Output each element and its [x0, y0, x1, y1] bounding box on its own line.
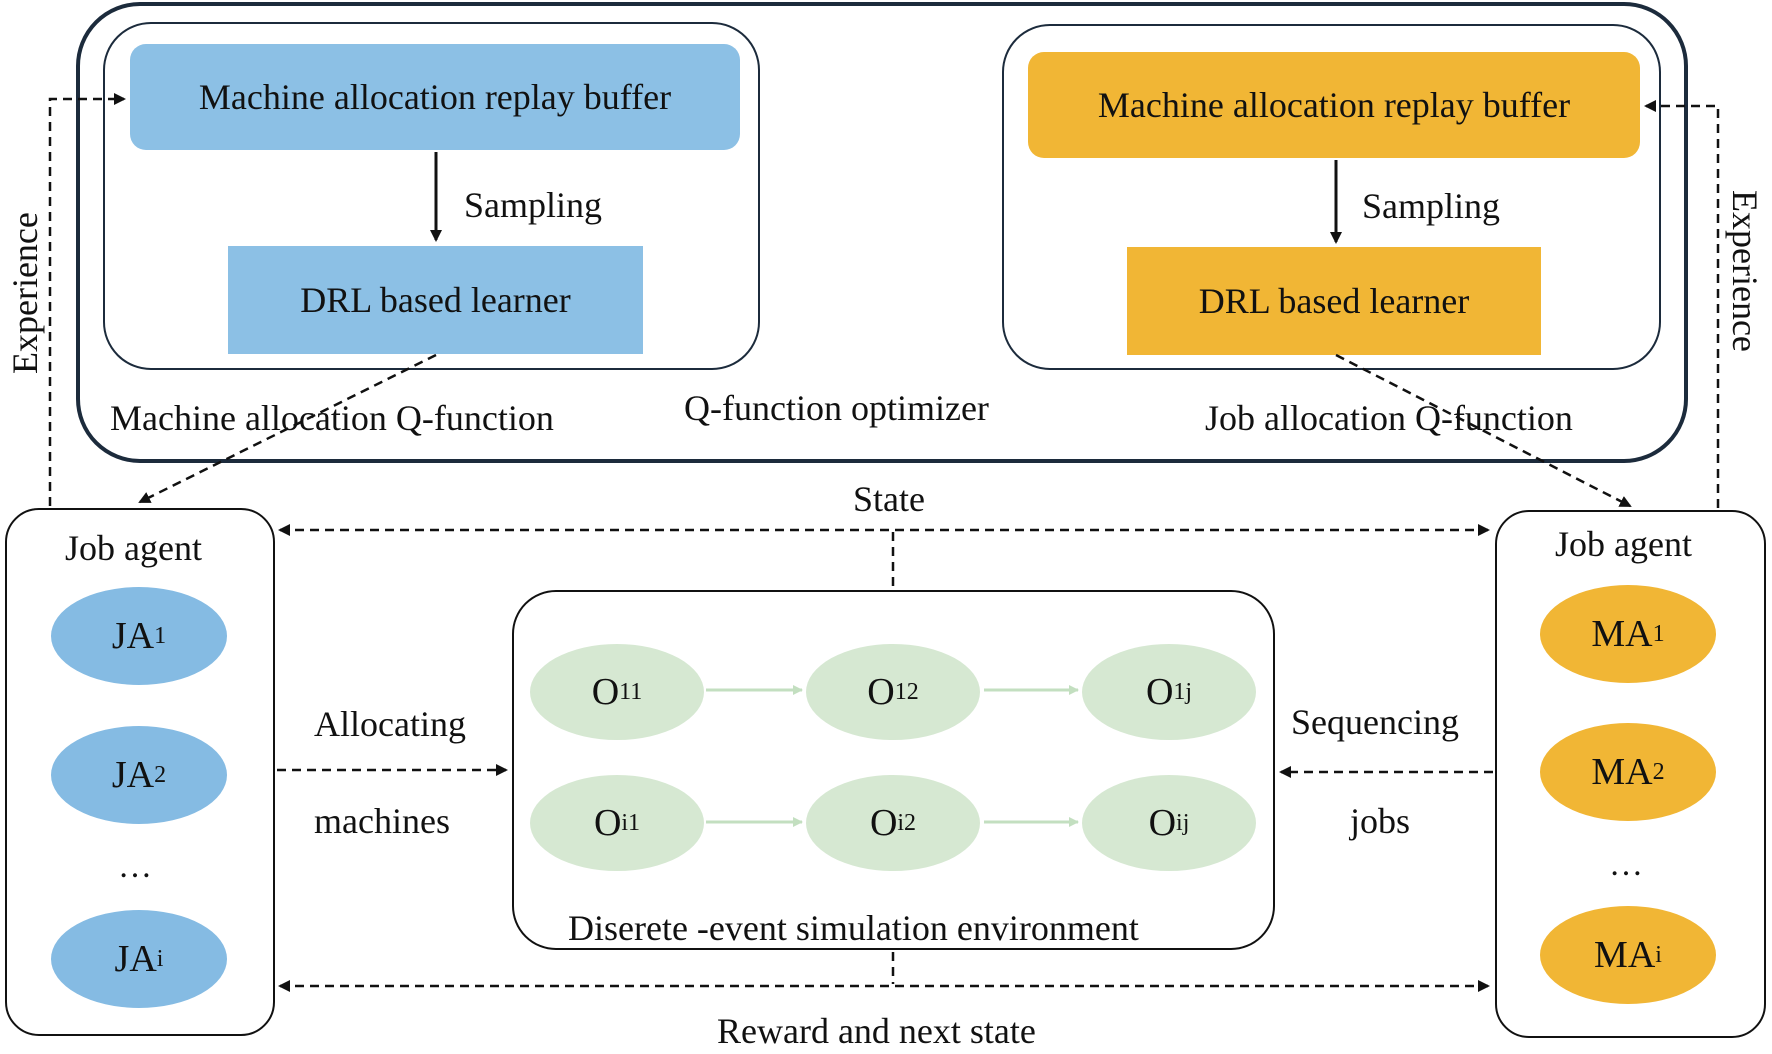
right-agent-ellipsis: …	[1609, 846, 1643, 883]
simulation-environment-caption: Diserete -event simulation environment	[568, 908, 1139, 948]
q-function-optimizer-title: Q-function optimizer	[684, 388, 989, 428]
left-experience-arrow	[48, 93, 126, 506]
right-drl-learner-label: DRL based learner	[1198, 281, 1470, 321]
right-replay-buffer: Machine allocation replay buffer	[1028, 52, 1640, 158]
job-allocation-q-function-caption: Job allocation Q-function	[1205, 398, 1573, 438]
right-learner-to-agent-arrow	[1335, 353, 1632, 508]
left-drl-learner: DRL based learner	[228, 246, 643, 354]
left-agent-ellipsis: …	[118, 848, 152, 885]
right-drl-learner: DRL based learner	[1127, 247, 1541, 355]
left-replay-buffer-label: Machine allocation replay buffer	[198, 77, 672, 117]
jobs-label: jobs	[1350, 801, 1411, 841]
right-experience-arrow	[1644, 100, 1720, 508]
left-replay-buffer: Machine allocation replay buffer	[130, 44, 740, 150]
sequencing-label: Sequencing	[1291, 702, 1459, 742]
right-job-agent-title: Job agent	[1555, 524, 1692, 564]
machine-allocation-q-function-box	[103, 22, 760, 370]
allocating-label: Allocating	[314, 704, 466, 744]
job-allocation-q-function-box	[1002, 24, 1661, 370]
q-function-optimizer-frame	[76, 2, 1688, 463]
machine-allocation-q-function-caption: Machine allocation Q-function	[110, 398, 554, 438]
machines-label: machines	[314, 801, 450, 841]
left-learner-to-agent-arrow	[138, 353, 437, 504]
left-drl-learner-label: DRL based learner	[300, 280, 571, 320]
left-sampling-label: Sampling	[464, 185, 603, 225]
right-replay-buffer-label: Machine allocation replay buffer	[1097, 85, 1571, 125]
left-job-agent-title: Job agent	[65, 528, 202, 568]
reward-and-next-state-label: Reward and next state	[717, 1011, 1036, 1051]
state-label: State	[853, 479, 925, 519]
right-sampling-label: Sampling	[1362, 186, 1501, 226]
